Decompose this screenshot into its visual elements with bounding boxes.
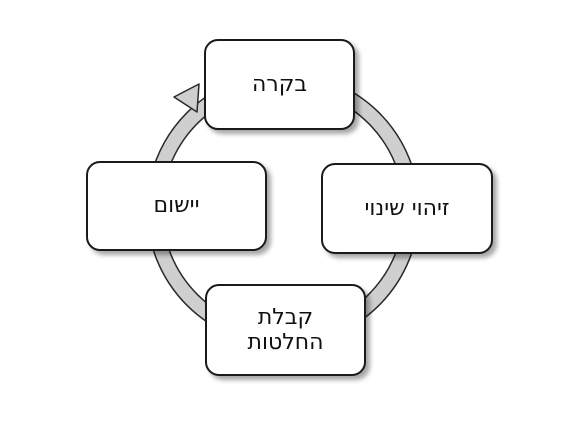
node-control-label: בקרה xyxy=(251,71,308,97)
node-implementation: יישום xyxy=(86,161,267,251)
node-implementation-label: יישום xyxy=(153,193,200,219)
node-decision-making-label: קבלת החלטות xyxy=(247,304,324,355)
node-decision-making: קבלת החלטות xyxy=(205,284,366,376)
node-control: בקרה xyxy=(204,39,355,130)
cycle-arrowhead-icon xyxy=(173,83,200,113)
node-change-detection-label: זיהוי שינוי xyxy=(364,195,450,221)
node-change-detection: זיהוי שינוי xyxy=(321,163,493,254)
